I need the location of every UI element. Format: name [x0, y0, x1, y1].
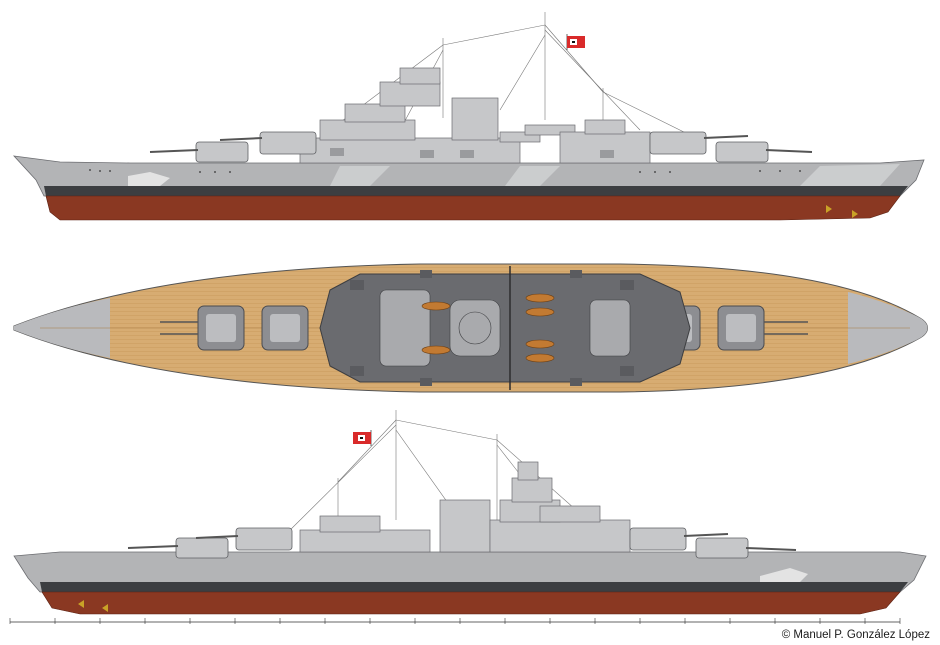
starboard-profile-view	[12, 12, 925, 221]
superstructure-port	[299, 461, 631, 553]
gun-barrels-port	[127, 533, 797, 551]
scale-ruler	[9, 618, 901, 624]
boot-topping	[44, 186, 908, 196]
boats	[421, 293, 555, 363]
hull-red	[45, 195, 901, 221]
main-turrets	[195, 131, 769, 163]
deck-superstructure	[319, 273, 691, 383]
superstructure	[299, 67, 651, 164]
ensign-flag-port	[353, 430, 372, 446]
propeller	[826, 205, 858, 218]
deck-plan-view	[13, 263, 928, 393]
ensign-flag	[566, 34, 585, 50]
port-profile-view	[9, 410, 927, 624]
gun-barrels	[149, 135, 813, 153]
hull-red-port	[41, 591, 901, 615]
propeller-port	[78, 600, 108, 612]
author-credit: © Manuel P. González López	[781, 629, 930, 641]
portholes	[89, 169, 801, 173]
main-turrets-port	[175, 527, 749, 559]
